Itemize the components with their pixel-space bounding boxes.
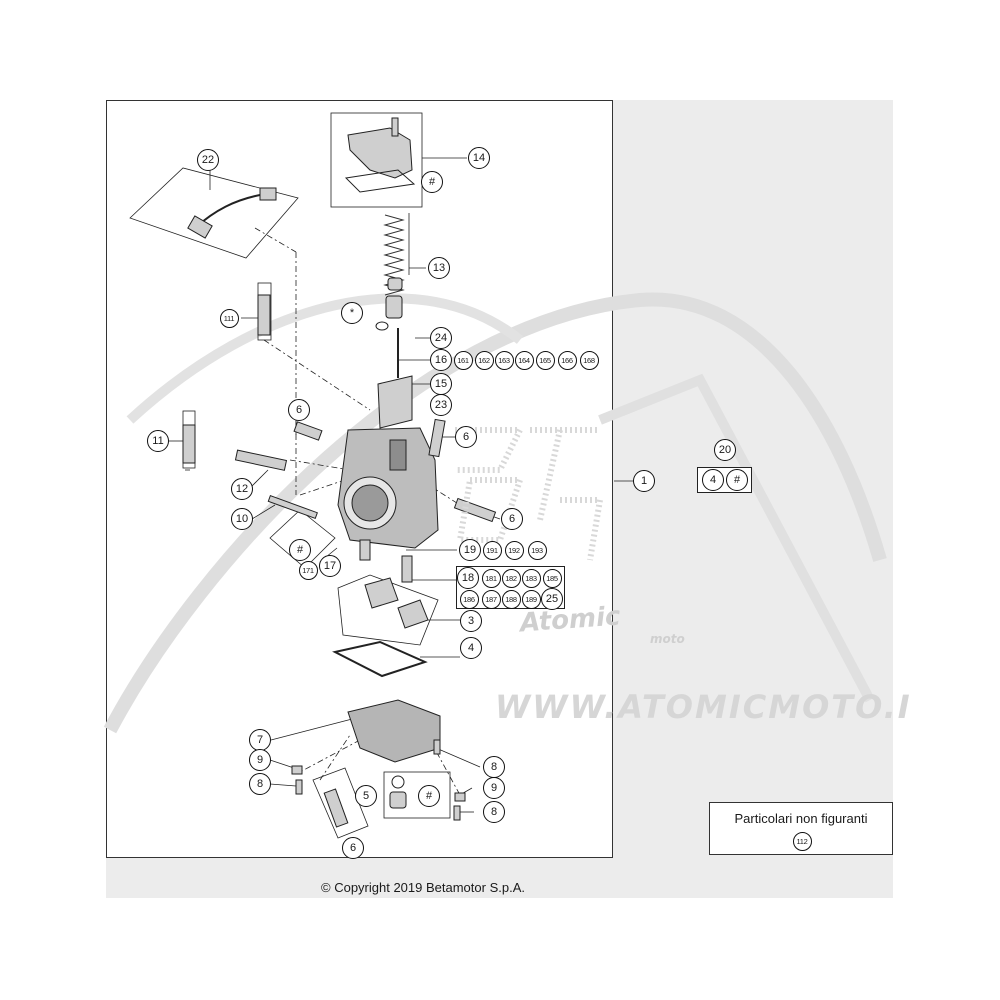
callout-15[interactable]: 15 — [430, 373, 452, 395]
callout-188[interactable]: 188 — [501, 589, 521, 609]
callout-9-a[interactable]: 9 — [249, 749, 271, 771]
callout-183[interactable]: 183 — [521, 568, 541, 588]
watermark-url: WWW.ATOMICMOTO.I — [495, 688, 912, 726]
callout-162[interactable]: 162 — [474, 350, 494, 370]
callout-17[interactable]: 17 — [319, 555, 341, 577]
callout-23[interactable]: 23 — [430, 394, 452, 416]
callout-star[interactable]: * — [341, 302, 363, 324]
callout-22[interactable]: 22 — [197, 149, 219, 171]
callout-25[interactable]: 25 — [541, 588, 563, 610]
callout-6-c[interactable]: 6 — [501, 508, 523, 530]
non-illustrated-parts-box: Particolari non figuranti 112 — [709, 802, 893, 855]
callout-7[interactable]: 7 — [249, 729, 271, 751]
float — [364, 577, 399, 609]
group-box-6-lower — [312, 767, 369, 839]
float-bowl — [347, 699, 441, 763]
callout-13[interactable]: 13 — [428, 257, 450, 279]
callout-18[interactable]: 18 — [457, 567, 479, 589]
callout-171[interactable]: 171 — [298, 560, 318, 580]
callout-3[interactable]: 3 — [460, 610, 482, 632]
callout-164[interactable]: 164 — [514, 350, 534, 370]
callout-186[interactable]: 186 — [459, 589, 479, 609]
watermark-sub: moto — [650, 632, 685, 646]
callout-8-b[interactable]: 8 — [249, 773, 271, 795]
callout-19[interactable]: 19 — [459, 539, 481, 561]
callout-181[interactable]: 181 — [481, 568, 501, 588]
copyright-text: © Copyright 2019 Betamotor S.p.A. — [321, 880, 525, 895]
note-title: Particolari non figuranti — [734, 811, 868, 826]
callout-189[interactable]: 189 — [521, 589, 541, 609]
callout-166[interactable]: 166 — [557, 350, 577, 370]
callout-182[interactable]: 182 — [501, 568, 521, 588]
callout-10-hash[interactable]: # — [289, 539, 311, 561]
callout-20[interactable]: 20 — [714, 439, 736, 461]
callout-6-d[interactable]: 6 — [342, 837, 364, 859]
throttle-slide — [377, 375, 413, 429]
callout-193[interactable]: 193 — [527, 540, 547, 560]
callout-14-hash[interactable]: # — [421, 171, 443, 193]
callout-185[interactable]: 185 — [542, 568, 562, 588]
callout-16[interactable]: 16 — [430, 349, 452, 371]
callout-161[interactable]: 161 — [453, 350, 473, 370]
callout-163[interactable]: 163 — [494, 350, 514, 370]
callout-9-b[interactable]: 9 — [483, 777, 505, 799]
callout-187[interactable]: 187 — [481, 589, 501, 609]
throttle-sensor — [347, 127, 413, 179]
callout-20-hash[interactable]: # — [726, 469, 748, 491]
float-bowl-gasket — [332, 640, 428, 678]
callout-4[interactable]: 4 — [460, 637, 482, 659]
callout-8-a[interactable]: 8 — [483, 756, 505, 778]
callout-165[interactable]: 165 — [535, 350, 555, 370]
callout-12[interactable]: 12 — [231, 478, 253, 500]
callout-168[interactable]: 168 — [579, 350, 599, 370]
group-box-22 — [129, 167, 299, 259]
group-box-3 — [337, 574, 439, 646]
group-box-5 — [383, 771, 451, 819]
callout-1[interactable]: 1 — [633, 470, 655, 492]
callout-24[interactable]: 24 — [430, 327, 452, 349]
watermark-letters — [455, 427, 604, 561]
callout-111[interactable]: 111 — [219, 308, 239, 328]
callout-191[interactable]: 191 — [482, 540, 502, 560]
callout-5[interactable]: 5 — [355, 785, 377, 807]
callout-5-hash[interactable]: # — [418, 785, 440, 807]
callout-14[interactable]: 14 — [468, 147, 490, 169]
callout-112[interactable]: 112 — [792, 831, 812, 851]
callout-6-a[interactable]: 6 — [288, 399, 310, 421]
callout-6-b[interactable]: 6 — [455, 426, 477, 448]
callout-192[interactable]: 192 — [504, 540, 524, 560]
callout-8-c[interactable]: 8 — [483, 801, 505, 823]
callout-20-part-4[interactable]: 4 — [702, 469, 724, 491]
callout-11[interactable]: 11 — [147, 430, 169, 452]
callout-10[interactable]: 10 — [231, 508, 253, 530]
group-box-14 — [330, 112, 423, 208]
